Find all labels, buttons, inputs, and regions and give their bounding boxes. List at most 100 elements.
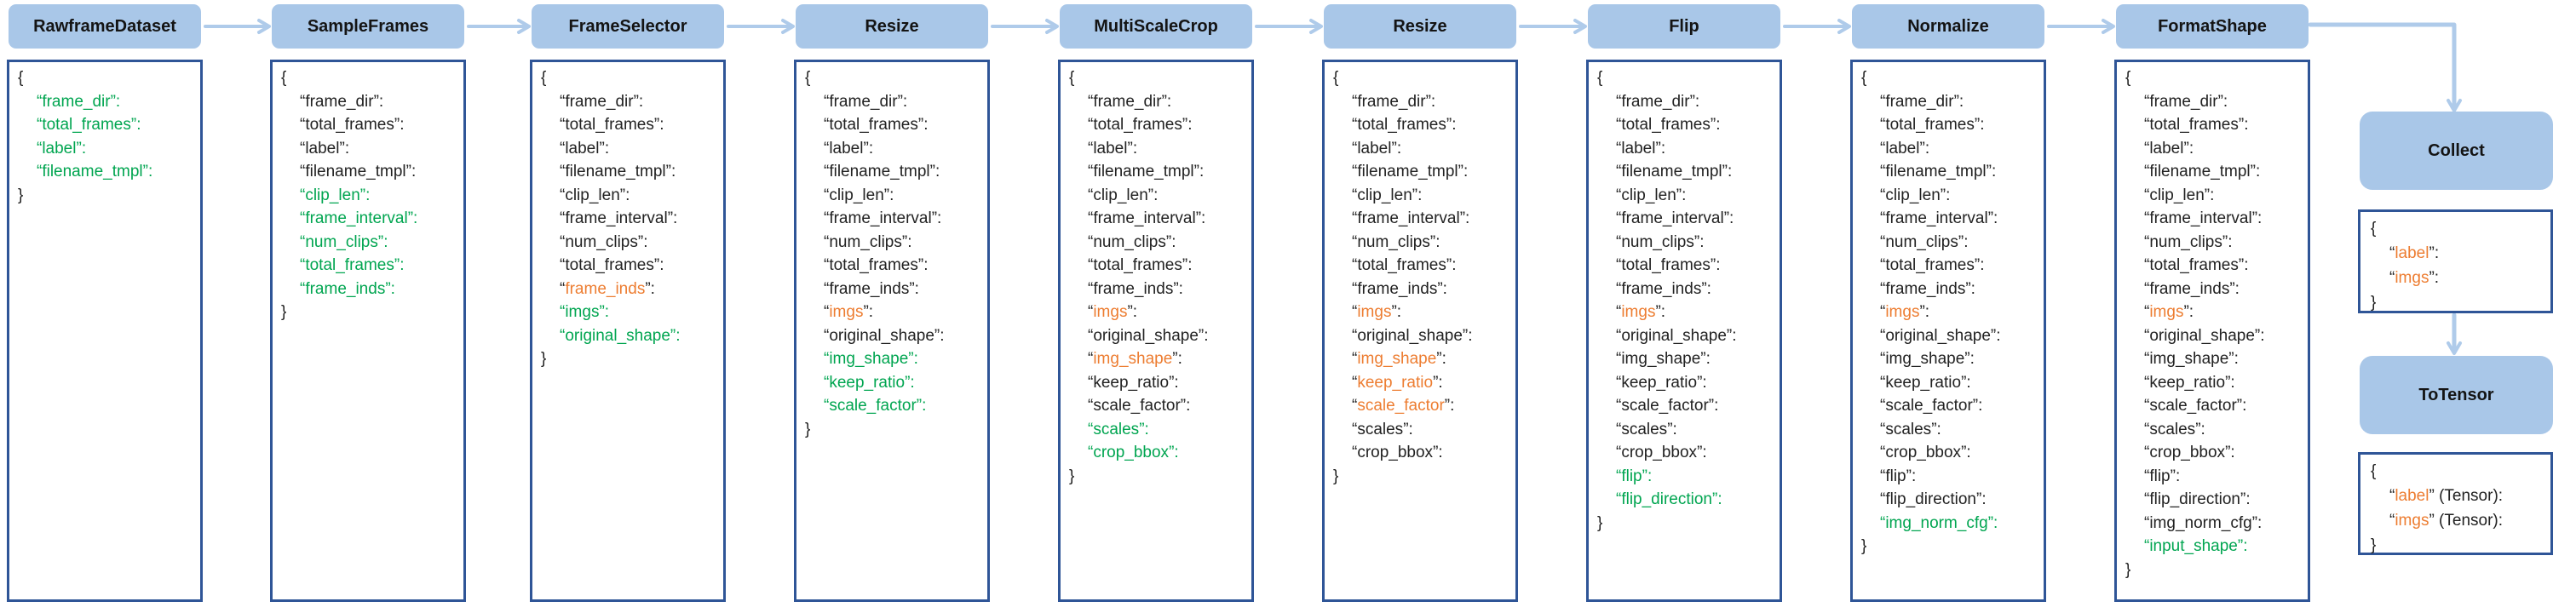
colon: :: [1396, 139, 1402, 158]
key-name: filename_tmpl: [1885, 163, 1987, 180]
open-quote: “: [1352, 444, 1358, 461]
close-quote: ”: [1667, 420, 1673, 438]
dict-key-total_frames: “total_frames”:: [281, 254, 463, 278]
close-quote: ”: [2225, 444, 2231, 461]
key-name: num_clips: [829, 232, 902, 251]
colon: :: [1714, 397, 1719, 415]
dict-key-frame_interval: “frame_interval”:: [1069, 207, 1251, 231]
colon: :: [2434, 269, 2440, 287]
dict-key-num_clips: “num_clips”:: [1861, 231, 2044, 255]
close-quote: ”: [1726, 326, 1733, 345]
dict-key-flip_direction: “flip_direction”:: [1597, 488, 1780, 512]
open-quote: “: [2144, 326, 2150, 345]
close-quote: ”: [1425, 92, 1431, 111]
stage-header-collect: Collect: [2360, 112, 2553, 190]
key-name: label: [42, 139, 77, 158]
key-name: num_clips: [2149, 232, 2222, 251]
key-name: frame_dir: [1357, 92, 1426, 111]
key-name: imgs: [2149, 303, 2184, 321]
dict-key-frame_inds: “frame_inds”:: [1597, 278, 1780, 301]
colon: :: [2188, 139, 2194, 158]
colon: :: [2257, 209, 2263, 227]
close-quote: ”: [1986, 163, 1992, 180]
open-quote: “: [824, 303, 830, 321]
dict-key-filename_tmpl: “filename_tmpl”:: [18, 160, 200, 184]
dict-key-original_shape: “original_shape”:: [1069, 324, 1251, 348]
close-quote: ”: [1987, 209, 1994, 227]
dict-key-keep_ratio: “keep_ratio”:: [1069, 371, 1251, 395]
colon: :: [400, 116, 405, 134]
colon: :: [1177, 350, 1182, 368]
dict-key-num_clips: “num_clips”:: [1333, 231, 1515, 255]
key-name: scale_factor: [2149, 397, 2237, 415]
close-quote: ”: [883, 186, 890, 204]
close-quote: ”: [897, 92, 903, 111]
dict-key-frame_interval: “frame_interval”:: [281, 207, 463, 231]
close-quote: ”: [1965, 279, 1971, 298]
dict-key-imgs: “imgs”:: [2125, 301, 2308, 324]
dict-key-frame_interval: “frame_interval”:: [2125, 207, 2308, 231]
open-quote: “: [2389, 244, 2395, 262]
open-quote: “: [1352, 373, 1358, 392]
open-quote: “: [1088, 444, 1094, 461]
colon: :: [2230, 373, 2235, 392]
key-name: imgs: [1621, 303, 1656, 321]
open-quote: “: [824, 232, 830, 251]
close-quote: ”: [599, 303, 605, 321]
open-quote: “: [2144, 92, 2150, 111]
open-quote: “: [2389, 487, 2395, 505]
open-quote: “: [1880, 256, 1886, 274]
dict-key-original_shape: “original_shape”:: [1333, 324, 1515, 348]
open-quote: “: [1088, 256, 1094, 274]
dict-key-frame_interval: “frame_interval”:: [1333, 207, 1515, 231]
open-quote: “: [1880, 92, 1886, 111]
dict-key-crop_bbox: “crop_bbox”:: [1069, 441, 1251, 465]
colon: :: [1694, 92, 1700, 111]
colon: :: [2175, 467, 2181, 485]
key-name: img_shape: [1621, 350, 1701, 368]
colon: :: [1442, 279, 1447, 298]
key-name: keep_ratio: [1093, 373, 1170, 392]
open-quote: “: [560, 256, 566, 274]
dict-key-scale_factor: “scale_factor”:: [1597, 394, 1780, 418]
colon: :: [1450, 397, 1455, 415]
stage-dict-box-normalize-8: {“frame_dir”:“total_frames”:“label”:“fil…: [1850, 60, 2046, 602]
key-name: keep_ratio: [1885, 373, 1962, 392]
dict-key-num_clips: “num_clips”:: [1069, 231, 1251, 255]
key-name: num_clips: [1093, 232, 1166, 251]
close-quote: ”: [931, 209, 938, 227]
key-name: total_frames: [565, 256, 654, 274]
open-quote: “: [1616, 373, 1622, 392]
dict-key-flip: “flip”:: [1597, 465, 1780, 489]
dict-key-total_frames: “total_frames”:: [541, 254, 723, 278]
close-quote: ”: [2229, 279, 2235, 298]
key-name: flip: [1621, 467, 1642, 485]
open-quote: “: [1616, 397, 1622, 415]
dict-key-label: “label”:: [1069, 137, 1251, 161]
key-name: clip_len: [1093, 186, 1148, 204]
dict-key-flip_direction: “flip_direction”:: [2125, 488, 2308, 512]
dict-key-frame_interval: “frame_interval”:: [541, 207, 723, 231]
close-quote: ”: [2237, 537, 2244, 555]
colon: :: [650, 279, 655, 298]
key-name: label: [829, 139, 864, 158]
close-quote: ”: [2429, 487, 2435, 505]
close-brace: }: [18, 184, 200, 208]
key-name: imgs: [2395, 269, 2429, 287]
colon: :: [659, 116, 664, 134]
dict-key-img_shape: “img_shape”:: [2125, 347, 2308, 371]
colon: :: [1970, 279, 1975, 298]
close-quote: ”: [1169, 444, 1175, 461]
close-brace: }: [1861, 535, 2044, 559]
key-name: filename_tmpl: [1621, 163, 1722, 180]
close-brace-glyph: }: [2125, 560, 2131, 579]
dict-key-flip: “flip”:: [1861, 465, 2044, 489]
dict-key-total_frames: “total_frames”:: [1597, 113, 1780, 137]
key-name: total_frames: [305, 256, 394, 274]
colon: :: [1438, 373, 1443, 392]
stage-header-flip-7: Flip: [1588, 4, 1780, 49]
colon: :: [1702, 373, 1707, 392]
key-name: imgs: [1093, 303, 1128, 321]
colon: :: [1174, 444, 1179, 461]
key-name: imgs: [1885, 303, 1920, 321]
